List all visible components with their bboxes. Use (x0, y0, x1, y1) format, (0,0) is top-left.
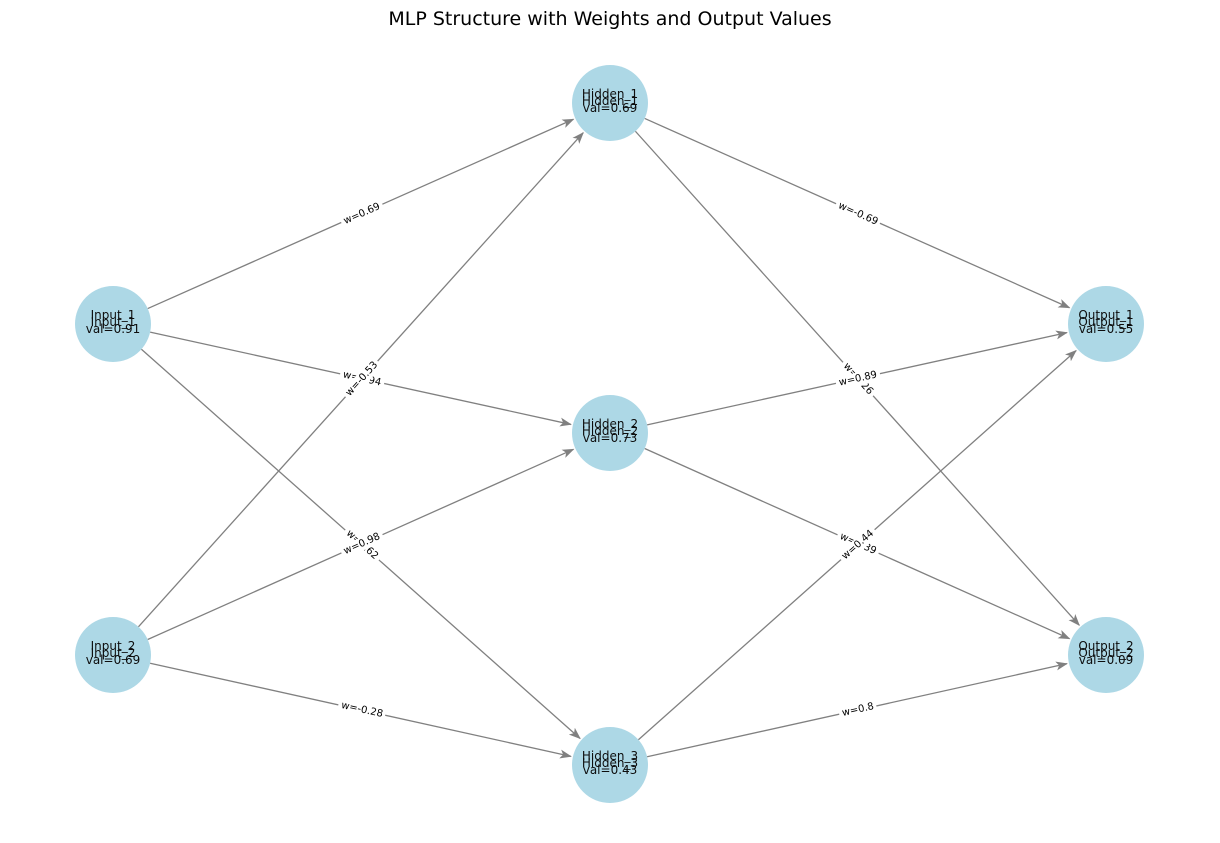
node-value-label: val=0.73 (582, 431, 638, 445)
node-name-label-top: Hidden_2 (581, 417, 639, 431)
node-name-label: Hidden_3 (581, 756, 639, 770)
node-Output_1 (1068, 286, 1144, 362)
node-Input_1 (75, 286, 151, 362)
node-Hidden_3 (572, 727, 648, 803)
node-name-label-top: Input_2 (90, 639, 136, 653)
node-name-label-top: Output_2 (1078, 639, 1134, 653)
node-Hidden_1 (572, 65, 648, 141)
node-name-label: Output_1 (1078, 315, 1134, 329)
figure-title: MLP Structure with Weights and Output Va… (388, 8, 832, 30)
node-name-label: Hidden_2 (581, 424, 639, 438)
node-Hidden_2 (572, 395, 648, 471)
node-name-label: Input_2 (90, 646, 136, 660)
node-name-label-top: Hidden_1 (581, 87, 639, 101)
node-value-label: val=0.55 (1078, 322, 1134, 336)
node-name-label: Input_1 (90, 315, 136, 329)
node-Output_2 (1068, 617, 1144, 693)
node-value-label: val=0.43 (582, 763, 638, 777)
node-Input_2 (75, 617, 151, 693)
node-name-label-top: Hidden_3 (581, 749, 639, 763)
node-value-label: val=0.69 (582, 101, 638, 115)
node-name-label-top: Input_1 (90, 308, 136, 322)
node-value-label: val=0.69 (85, 653, 141, 667)
node-name-label: Output_2 (1078, 646, 1134, 660)
node-name-label-top: Output_1 (1078, 308, 1134, 322)
node-name-label: Hidden_1 (581, 94, 639, 108)
node-value-label: val=0.91 (85, 322, 141, 336)
node-value-label: val=0.09 (1078, 653, 1134, 667)
